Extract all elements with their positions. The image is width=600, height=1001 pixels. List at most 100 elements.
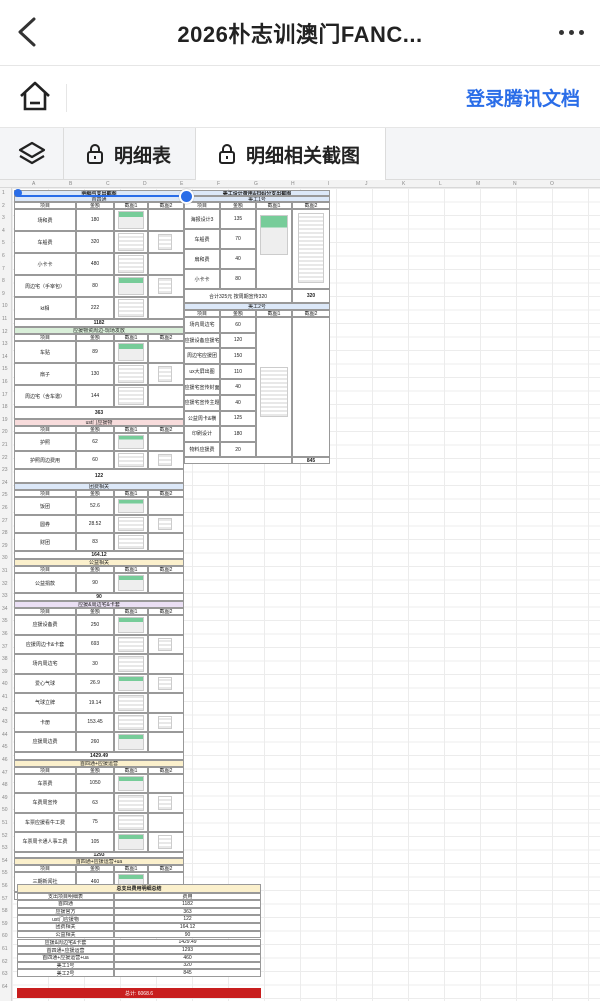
summary-row-item[interactable]: 首四通	[17, 900, 114, 908]
column-label[interactable]: 项目	[14, 202, 76, 209]
column-label[interactable]: 截图2	[148, 566, 184, 573]
table-row-item[interactable]: kt相	[14, 297, 76, 319]
column-header[interactable]: B	[69, 181, 73, 187]
column-label[interactable]: 截图2	[148, 490, 184, 497]
row-header[interactable]: 11	[2, 316, 8, 322]
row-header[interactable]: 9	[2, 290, 5, 297]
table-row-amount[interactable]: 26.9	[76, 673, 114, 693]
screenshot-thumbnail[interactable]	[118, 714, 144, 730]
summary-row-cost[interactable]: 122	[114, 915, 261, 924]
row-header[interactable]: 58	[2, 908, 8, 915]
table-row-item[interactable]: 圆券	[14, 515, 76, 533]
row-header[interactable]: 62	[2, 958, 8, 965]
table-row-shot[interactable]	[148, 812, 184, 832]
screenshot-thumbnail[interactable]	[158, 676, 172, 690]
table-row-item[interactable]: 车贴	[14, 341, 76, 363]
column-label[interactable]: 支出项目明细表	[17, 893, 114, 900]
row-header[interactable]: 46	[2, 757, 8, 763]
section-total[interactable]: 164.12	[14, 551, 184, 559]
column-label[interactable]: 截图1	[114, 426, 148, 433]
column-header[interactable]: O	[550, 181, 554, 187]
screenshot-thumbnail[interactable]	[118, 453, 144, 467]
section-header[interactable]: 应援物资周边-现场发放	[14, 327, 184, 334]
row-header[interactable]: 10	[2, 303, 8, 310]
screenshot-thumbnail[interactable]	[158, 366, 172, 382]
table-row-amount[interactable]: 28.52	[76, 515, 114, 533]
screenshot-thumbnail[interactable]	[118, 535, 144, 549]
row-header[interactable]: 32	[2, 580, 8, 587]
row-header[interactable]: 64	[2, 983, 8, 990]
row-header[interactable]: 60	[2, 933, 8, 940]
home-icon[interactable]	[18, 80, 52, 112]
table-row-amount[interactable]: 480	[76, 253, 114, 275]
summary-row-item[interactable]: 美工2号	[17, 969, 114, 977]
row-header[interactable]: 27	[2, 517, 8, 524]
column-header[interactable]: L	[439, 181, 442, 187]
row-header[interactable]: 37	[2, 643, 8, 650]
row-header[interactable]: 23	[2, 467, 8, 474]
summary-row-item[interactable]: 首四通+应援运营	[17, 946, 114, 954]
column-header[interactable]: A	[32, 181, 36, 187]
table-row-shot[interactable]	[148, 732, 184, 752]
screenshot-thumbnail[interactable]	[260, 215, 288, 255]
row-header[interactable]: 20	[2, 429, 8, 436]
section-total[interactable]: 122	[14, 469, 184, 483]
section-header[interactable]: 首四通+应援运营+ua	[14, 857, 184, 865]
row-header[interactable]: 54	[2, 857, 8, 864]
column-header[interactable]: E	[180, 181, 184, 187]
screenshot-thumbnail[interactable]	[118, 814, 144, 830]
summary-row-cost[interactable]: 320	[114, 961, 261, 970]
section-header[interactable]: 公益相关	[14, 559, 184, 566]
column-label[interactable]: 项目	[14, 566, 76, 573]
table-row-amount[interactable]: 250	[76, 615, 114, 635]
section-total[interactable]: 90	[14, 593, 184, 601]
column-header[interactable]: D	[143, 181, 147, 187]
table-row-amount[interactable]: 80	[220, 269, 256, 289]
table-row-amount[interactable]: 60	[76, 451, 114, 469]
table-row-item[interactable]: 车船费	[14, 231, 76, 253]
row-header[interactable]: 18	[2, 404, 8, 411]
table-row-amount[interactable]: 40	[220, 249, 256, 269]
row-header[interactable]: 59	[2, 920, 8, 927]
column-label[interactable]: 项目	[184, 202, 220, 209]
table-row-amount[interactable]: 52.6	[76, 497, 114, 515]
screenshot-thumbnail[interactable]	[118, 617, 144, 633]
section-header[interactable]: 美工2号	[184, 303, 330, 310]
column-label[interactable]: 项目	[14, 766, 76, 774]
screenshot-thumbnail[interactable]	[118, 675, 144, 691]
row-header[interactable]: 31	[2, 568, 8, 574]
summary-row-item[interactable]: 团费相关	[17, 923, 114, 931]
chevron-left-icon[interactable]	[14, 16, 42, 48]
column-label[interactable]: 金额	[76, 426, 114, 433]
summary-row-item[interactable]: ust门应援物	[17, 915, 114, 924]
table-row-item[interactable]: 卡册	[14, 712, 76, 732]
row-header[interactable]: 12	[2, 328, 8, 335]
table-row-item[interactable]: 公益捐款	[14, 573, 76, 593]
column-header[interactable]: I	[328, 181, 330, 187]
table-row-amount[interactable]: 693	[76, 634, 114, 654]
column-label[interactable]: 截图1	[114, 766, 148, 774]
table-row-item[interactable]: 公益周卡&横	[184, 410, 220, 427]
screenshot-thumbnail[interactable]	[118, 695, 144, 711]
table-row-item[interactable]: 应援周边卡&卡套	[14, 634, 76, 654]
table-row-item[interactable]: 扇子	[14, 363, 76, 385]
column-label[interactable]: 费用	[114, 893, 261, 900]
table-row-amount[interactable]: 135	[220, 209, 256, 229]
table-row-shot[interactable]	[148, 297, 184, 319]
summary-row-cost[interactable]: 1182	[114, 900, 261, 908]
column-label[interactable]: 金额	[76, 864, 114, 872]
row-header[interactable]: 34	[2, 605, 8, 612]
column-label[interactable]: 截图2	[148, 766, 184, 774]
table-row-amount[interactable]: 130	[76, 363, 114, 385]
column-label[interactable]: 项目	[14, 334, 76, 341]
screenshot-thumbnail[interactable]	[118, 656, 144, 672]
table-row-item[interactable]: 海报设计3	[184, 209, 220, 229]
row-header[interactable]: 45	[2, 744, 8, 751]
row-header[interactable]: 8	[2, 278, 5, 285]
row-header[interactable]: 22	[2, 454, 8, 461]
row-header[interactable]: 30	[2, 555, 8, 562]
row-header[interactable]: 24	[2, 479, 8, 486]
screenshot-thumbnail[interactable]	[118, 343, 144, 361]
screenshot-thumbnail[interactable]	[118, 387, 144, 405]
summary-row-cost[interactable]: 460	[114, 953, 261, 962]
